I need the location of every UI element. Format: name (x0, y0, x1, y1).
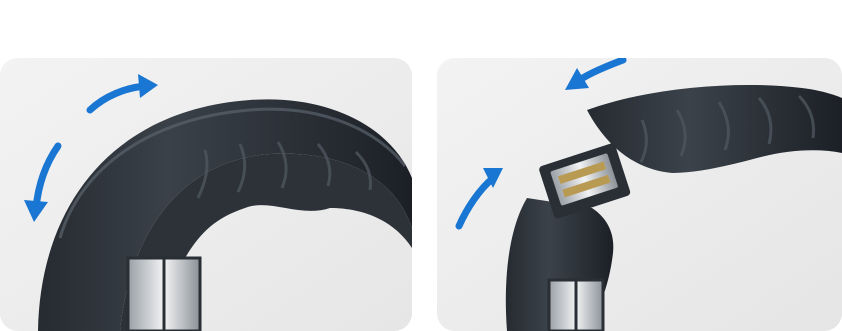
photo-panel-band-flex (0, 58, 412, 331)
band-detach-illustration (437, 58, 842, 331)
band-flex-illustration (0, 58, 412, 331)
photo-panel-band-detach (437, 58, 842, 331)
